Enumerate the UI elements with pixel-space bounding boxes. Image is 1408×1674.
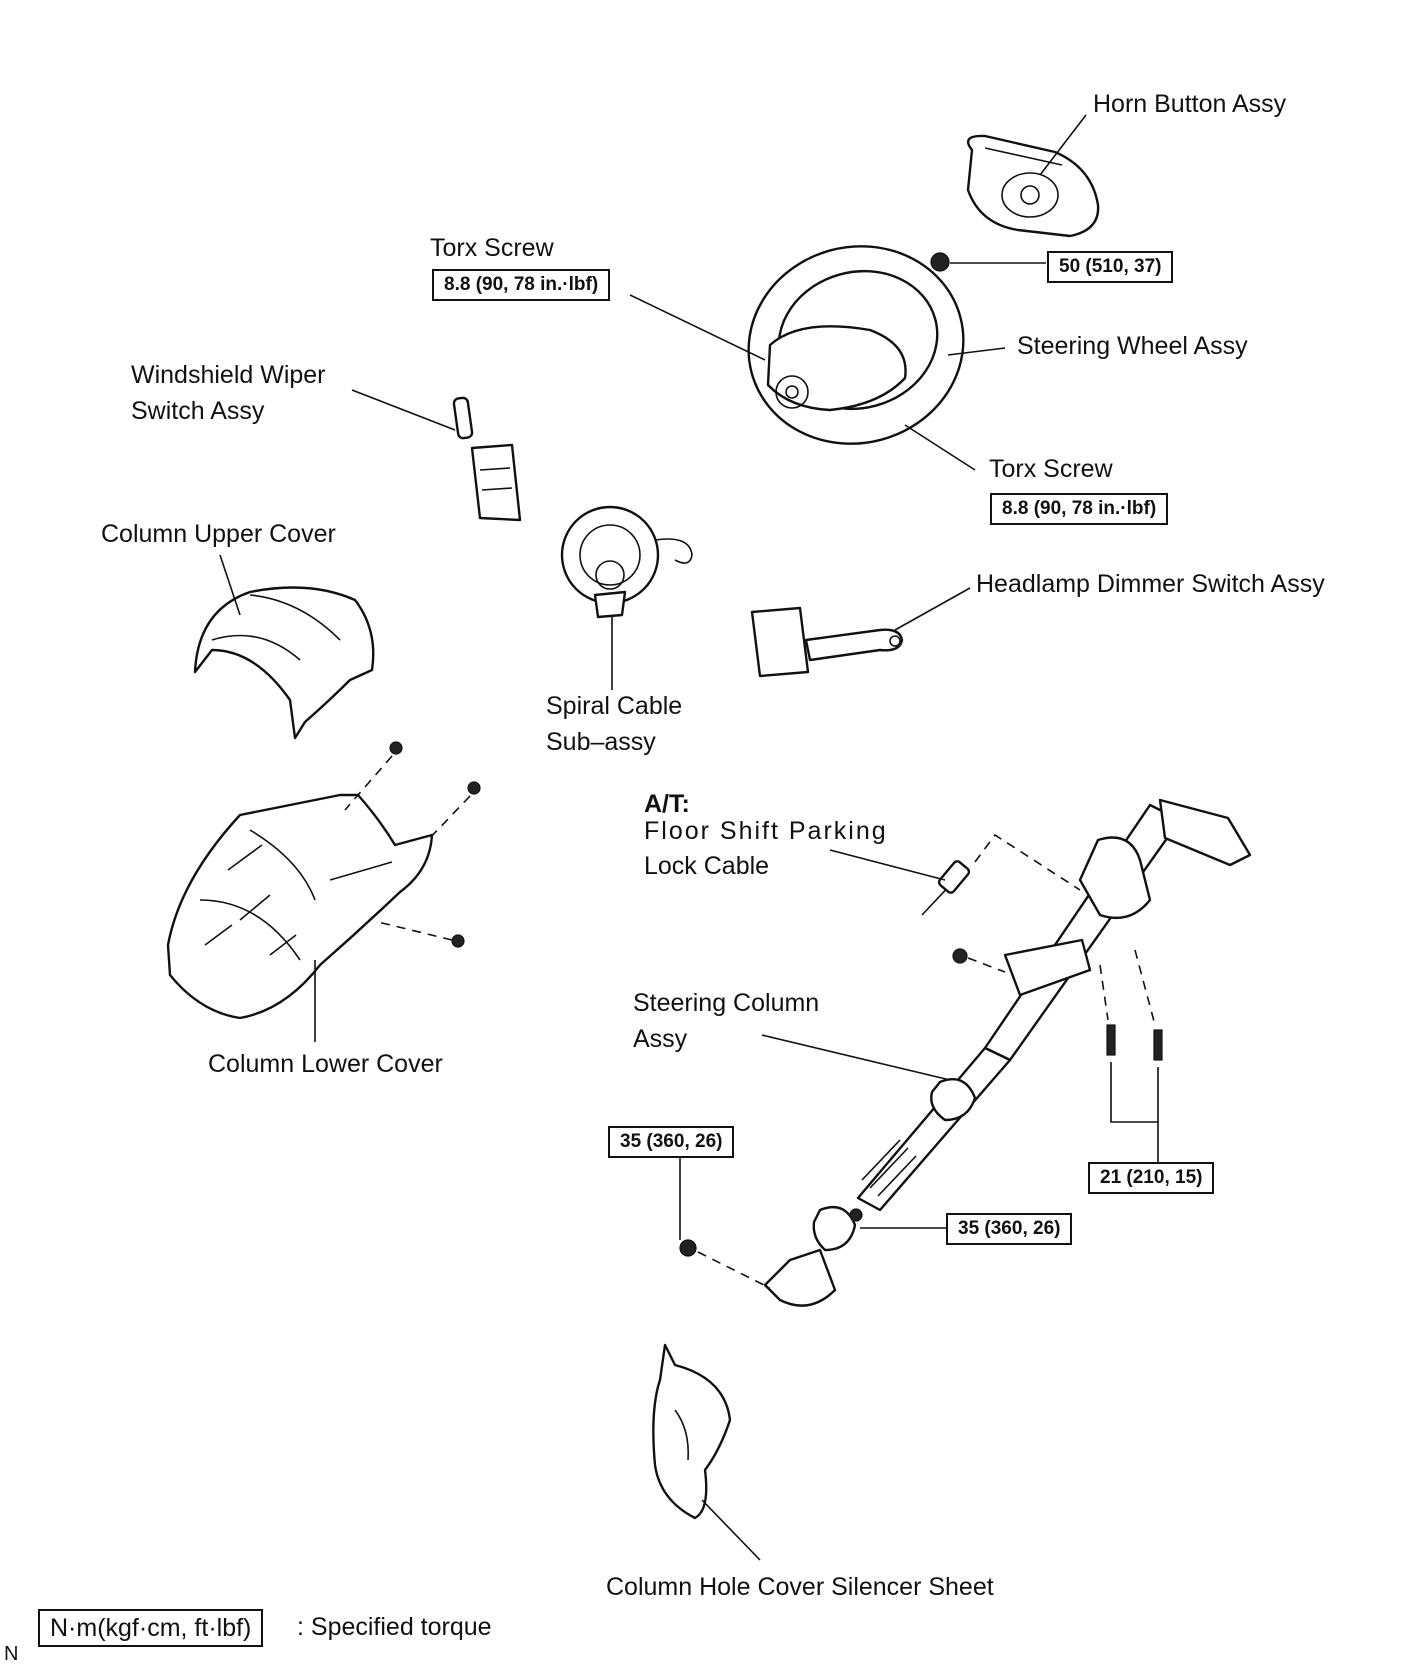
parking-cable-leader: [829, 849, 946, 881]
wiper-switch-leader: [351, 389, 456, 431]
column-hole-cover-label: Column Hole Cover Silencer Sheet: [606, 1573, 994, 1601]
spiral-cable-label-line2: Sub–assy: [546, 728, 656, 756]
steering-wheel-leader: [947, 347, 1006, 356]
shaft-bolt-left-torque: 35 (360, 26): [608, 1126, 735, 1158]
torx-lower-torque: 8.8 (90, 78 in.·lbf): [990, 493, 1169, 525]
torx-upper-torque: 8.8 (90, 78 in.·lbf): [432, 269, 611, 301]
column-lower-cover-label: Column Lower Cover: [208, 1050, 443, 1078]
horn-nut-drawing: [930, 252, 950, 272]
wiper-switch-drawing: [452, 396, 522, 522]
torx-lower-leader: [904, 424, 976, 471]
column-upper-cover-leader: [219, 554, 241, 616]
steering-column-label-line2: Assy: [633, 1025, 688, 1053]
lower-cover-screws: [389, 741, 481, 948]
shaft-bolts: [679, 1208, 863, 1257]
torque-legend-meaning: : Specified torque: [297, 1613, 492, 1641]
column-upper-cover-drawing: [193, 586, 375, 740]
wiper-switch-label-line2: Switch Assy: [131, 397, 265, 425]
spiral-cable-label-line1: Spiral Cable: [546, 692, 683, 720]
steering-column-label-line1: Steering Column: [633, 989, 820, 1017]
parking-cable-drawing: [921, 860, 971, 916]
column-hole-cover-leader: [701, 1499, 761, 1561]
parking-cable-dashes: [974, 833, 1081, 891]
steering-wheel-drawing: [747, 245, 965, 445]
column-hole-cover-drawing: [652, 1343, 732, 1520]
column-bolts: [952, 948, 1163, 1061]
torque-units-legend-box: N·m(kgf·cm, ft·lbf): [38, 1609, 264, 1647]
column-bolt-dashes: [967, 949, 1156, 1026]
horn-button-label: Horn Button Assy: [1093, 90, 1287, 118]
headlamp-switch-label: Headlamp Dimmer Switch Assy: [976, 570, 1325, 598]
horn-nut-torque: 50 (510, 37): [1047, 251, 1174, 283]
steering-column-leader: [761, 1034, 951, 1081]
parking-cable-label-line2: Lock Cable: [644, 852, 770, 880]
column-bolts-bracket: [1110, 1062, 1159, 1162]
shaft-bolt-right-torque: 35 (360, 26): [946, 1213, 1073, 1245]
lower-cover-screw-dashes: [344, 755, 471, 941]
spiral-cable-drawing: [560, 505, 693, 619]
wiper-switch-label-line1: Windshield Wiper: [131, 361, 326, 389]
shaft-bolt-dash: [697, 1251, 771, 1289]
headlamp-switch-drawing: [750, 606, 904, 678]
horn-button-leader: [1039, 114, 1087, 176]
steering-column-drawing: [763, 798, 1252, 1307]
torx-upper-leader: [629, 294, 766, 361]
steering-wheel-label: Steering Wheel Assy: [1017, 332, 1248, 360]
torx-screw-upper-label: Torx Screw: [430, 234, 554, 262]
column-upper-cover-label: Column Upper Cover: [101, 520, 336, 548]
horn-button-assy-drawing: [966, 134, 1100, 238]
at-prefix-label: A/T:: [644, 790, 690, 818]
torx-screw-lower-label: Torx Screw: [989, 455, 1113, 483]
headlamp-switch-leader: [894, 587, 971, 631]
column-lower-cover-drawing: [166, 793, 434, 1020]
column-bolts-torque: 21 (210, 15): [1088, 1162, 1215, 1194]
corner-code: N: [4, 1643, 19, 1665]
parking-cable-label-line1: Floor Shift Parking: [644, 817, 888, 845]
